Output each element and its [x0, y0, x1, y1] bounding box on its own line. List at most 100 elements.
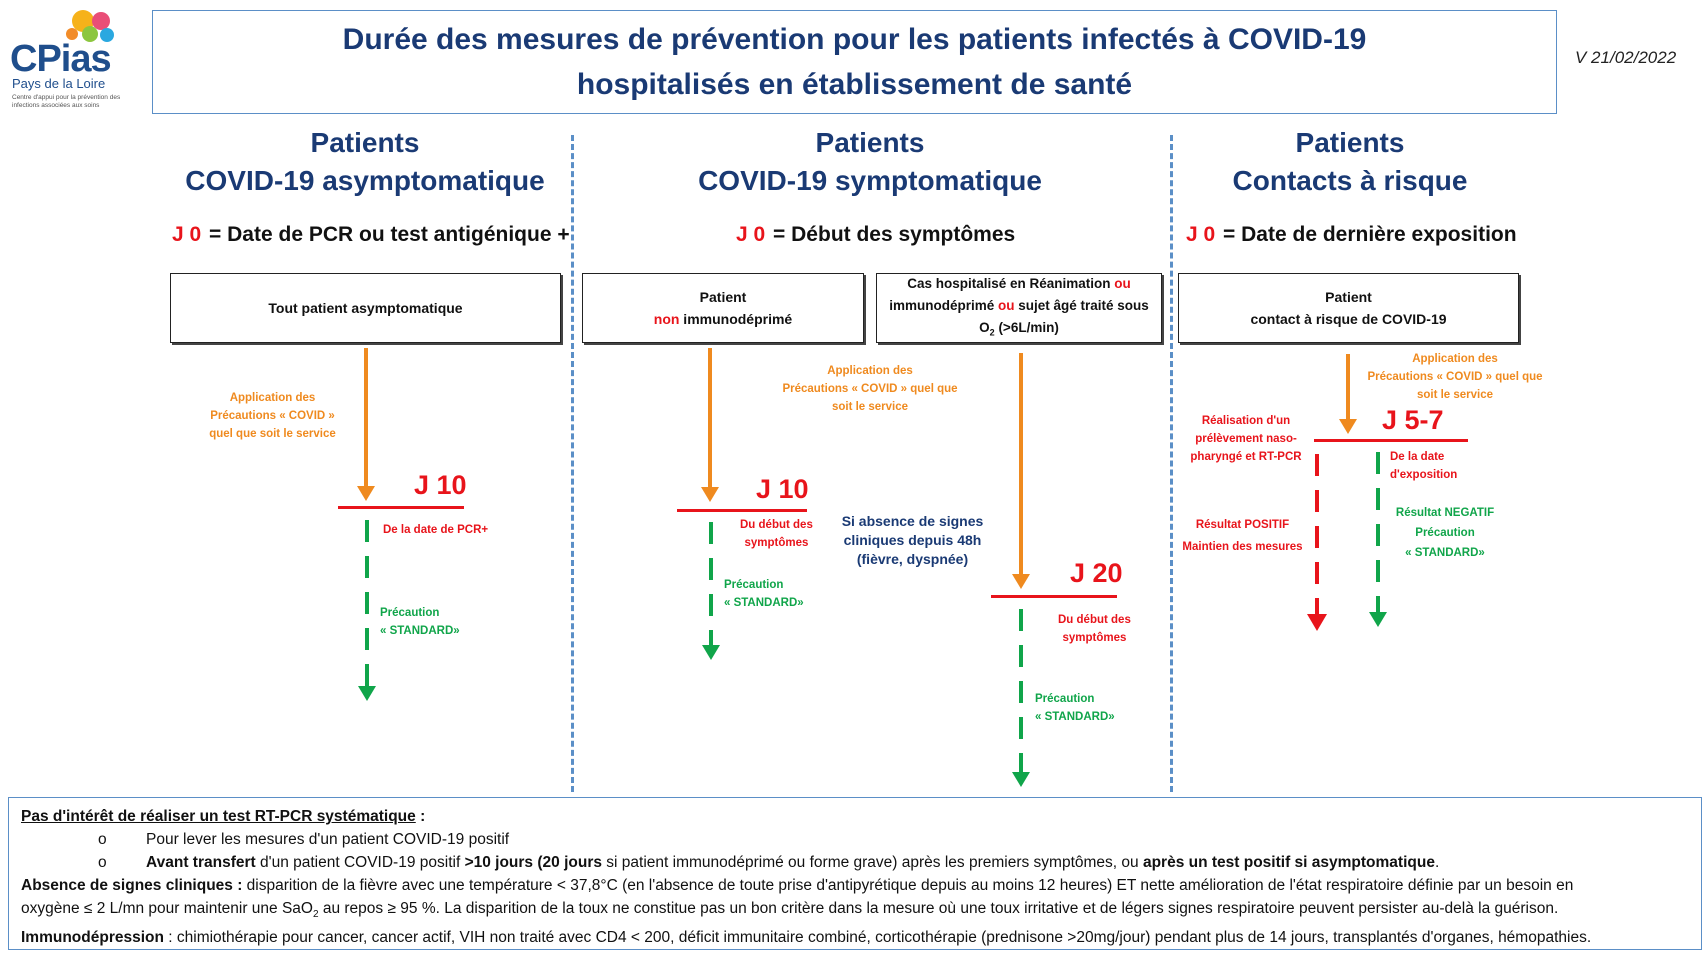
logo-word: CPias	[10, 38, 112, 80]
j0-text: = Date de PCR ou test antigénique +	[209, 223, 570, 246]
title-line-2: hospitalisés en établissement de santé	[576, 68, 1133, 101]
covid-precautions-note-3: Application des Précautions « COVID » qu…	[1360, 350, 1550, 404]
standard-precaution-note-3: Précaution « STANDARD»	[1035, 690, 1115, 726]
orange-arrow-head-3	[1012, 574, 1030, 589]
box-line1: Patient	[1325, 289, 1372, 305]
note-line: Résultat NEGATIF	[1395, 507, 1495, 519]
j0-definition-asymptomatic: J 0 = Date de PCR ou test antigénique +	[172, 223, 570, 247]
orange-arrow-shaft-2	[708, 348, 712, 488]
logo-subtitle: Pays de la Loire	[12, 76, 106, 91]
sampling-note: Réalisation d'un prélèvement naso- phary…	[1186, 412, 1306, 466]
bullet-text-3: .	[1434, 854, 1440, 871]
clinical-signs-absence-note: Si absence de signes cliniques depuis 48…	[830, 512, 995, 569]
green-dashed-arrow-3	[1019, 609, 1023, 772]
note-line: « STANDARD»	[1405, 547, 1485, 559]
box-line2: contact à risque de COVID-19	[1250, 311, 1447, 327]
immunodepression-text: : chimiothérapie pour cancer, cancer act…	[163, 929, 1592, 947]
note-line: Précautions « COVID » quel que	[782, 383, 958, 395]
note-line: soit le service	[831, 401, 909, 413]
or-word-1: ou	[1114, 275, 1131, 291]
box-line2: non immunodéprimé	[654, 308, 792, 330]
absence-text-2b: au repos ≥ 95 %. La disparition de la to…	[318, 900, 1559, 917]
green-arrow-head-4	[1369, 612, 1387, 627]
version-label: V 21/02/2022	[1575, 48, 1677, 67]
title-box: Durée des mesures de prévention pour les…	[152, 10, 1557, 114]
box-text-e: (>6L/min)	[994, 319, 1059, 335]
title-line-1: Durée des mesures de prévention pour les…	[342, 23, 1367, 56]
note-line: « STANDARD»	[380, 625, 460, 637]
standard-precaution-note-1: Précaution « STANDARD»	[380, 604, 460, 640]
logo-dot-green	[82, 26, 98, 42]
box-text-c: sujet âgé traité sous	[1014, 297, 1149, 313]
note-line: Si absence de signes	[841, 513, 984, 529]
note-line: pharyngé et RT-PCR	[1190, 451, 1302, 463]
note-line: cliniques depuis 48h	[843, 532, 982, 548]
green-arrow-head-2	[702, 645, 720, 660]
or-word-2: ou	[997, 297, 1015, 313]
column-heading-line2: COVID-19 asymptomatique	[185, 165, 545, 196]
note-line: Précautions « COVID » quel que	[1367, 371, 1543, 383]
bullet-bold-2: >10 jours (20 jours	[464, 854, 602, 871]
green-arrow-head-1	[358, 686, 376, 701]
note-line: (fièvre, dyspnée)	[856, 551, 969, 567]
column-separator-1	[571, 135, 574, 792]
logo-tagline: Centre d'appui pour la prévention des in…	[12, 94, 121, 109]
logo-dot-blue	[100, 28, 114, 42]
column-separator-2	[1170, 135, 1173, 792]
milestone-bar-j20	[991, 595, 1117, 598]
bullet-bold-3: après un test positif si asymptomatique	[1142, 854, 1435, 871]
milestone-j10-sym: J 10	[756, 474, 809, 504]
covid-precautions-note-2: Application des Précautions « COVID » qu…	[775, 362, 965, 416]
note-line: « STANDARD»	[1035, 711, 1115, 723]
note-line: « STANDARD»	[724, 597, 804, 609]
column-heading-symptomatic: Patients COVID-19 symptomatique	[670, 124, 1070, 200]
notes-absence-line1: Absence de signes cliniques : disparitio…	[21, 874, 1689, 897]
non-word: non	[653, 311, 680, 327]
note-line: Du début des	[740, 519, 813, 531]
absence-text-1: disparition de la fièvre avec une tempér…	[242, 877, 1574, 894]
notes-immunodepression: Immunodépression : chimiothérapie pour c…	[21, 926, 1689, 949]
note-line: Résultat POSITIF	[1195, 519, 1290, 531]
bullet-marker: o	[98, 831, 107, 848]
note-line: De la date	[1390, 451, 1445, 463]
note-line: Précaution	[724, 579, 784, 591]
column-heading-line2: COVID-19 symptomatique	[698, 165, 1042, 196]
red-arrow-head	[1307, 614, 1327, 631]
j0-definition-symptomatic: J 0 = Début des symptômes	[736, 223, 1015, 247]
note-line: Précautions « COVID »	[210, 410, 335, 422]
milestone-bar-j10-sym	[677, 509, 807, 512]
bullet-text-1: d'un patient COVID-19 positif	[255, 854, 465, 871]
orange-arrow-shaft-3	[1019, 353, 1023, 575]
exposure-date-note: De la date d'exposition	[1390, 448, 1457, 484]
cpias-logo: CPias Pays de la Loire Centre d'appui po…	[10, 6, 130, 111]
note-line: Précaution	[1415, 527, 1475, 539]
note-line: Précaution	[380, 607, 440, 619]
box-line1: Patient	[699, 289, 747, 305]
standard-precaution-note-2: Précaution « STANDARD»	[724, 576, 804, 612]
green-arrow-head-3	[1012, 772, 1030, 787]
note-line: soit le service	[1416, 389, 1494, 401]
box-contact-patient: Patient contact à risque de COVID-19	[1178, 273, 1519, 343]
notes-heading-text: Pas d'intérêt de réaliser un test RT-PCR…	[21, 808, 416, 825]
negative-result-note: Résultat NEGATIF Précaution « STANDARD»	[1390, 503, 1500, 563]
notes-heading-colon: :	[415, 808, 426, 825]
note-line: Réalisation d'un	[1201, 415, 1291, 427]
column-heading-line1: Patients	[815, 127, 925, 158]
box-text-b: immunodéprimé	[889, 297, 998, 313]
logo-dot-pink	[92, 12, 110, 30]
box-line2-rest: immunodéprimé	[679, 311, 793, 327]
j0-label: J 0	[1186, 223, 1216, 246]
orange-arrow-shaft-4	[1346, 354, 1350, 420]
milestone-j10-asym: J 10	[414, 470, 467, 500]
milestone-j5-7: J 5-7	[1382, 405, 1444, 435]
box-line2: immunodéprimé ou sujet âgé traité sous	[889, 295, 1149, 317]
note-line: Du début des	[1058, 614, 1131, 626]
note-line: prélèvement naso-	[1195, 433, 1297, 445]
note-line: symptômes	[744, 537, 809, 549]
box-non-immunocompromised: Patient non immunodéprimé	[582, 273, 864, 343]
bullet-bold-1: Avant transfert	[146, 854, 256, 871]
notes-box: Pas d'intérêt de réaliser un test RT-PCR…	[8, 797, 1702, 950]
box-asymptomatic-patient: Tout patient asymptomatique	[170, 273, 561, 343]
j10-reference-note: De la date de PCR+	[383, 524, 489, 536]
